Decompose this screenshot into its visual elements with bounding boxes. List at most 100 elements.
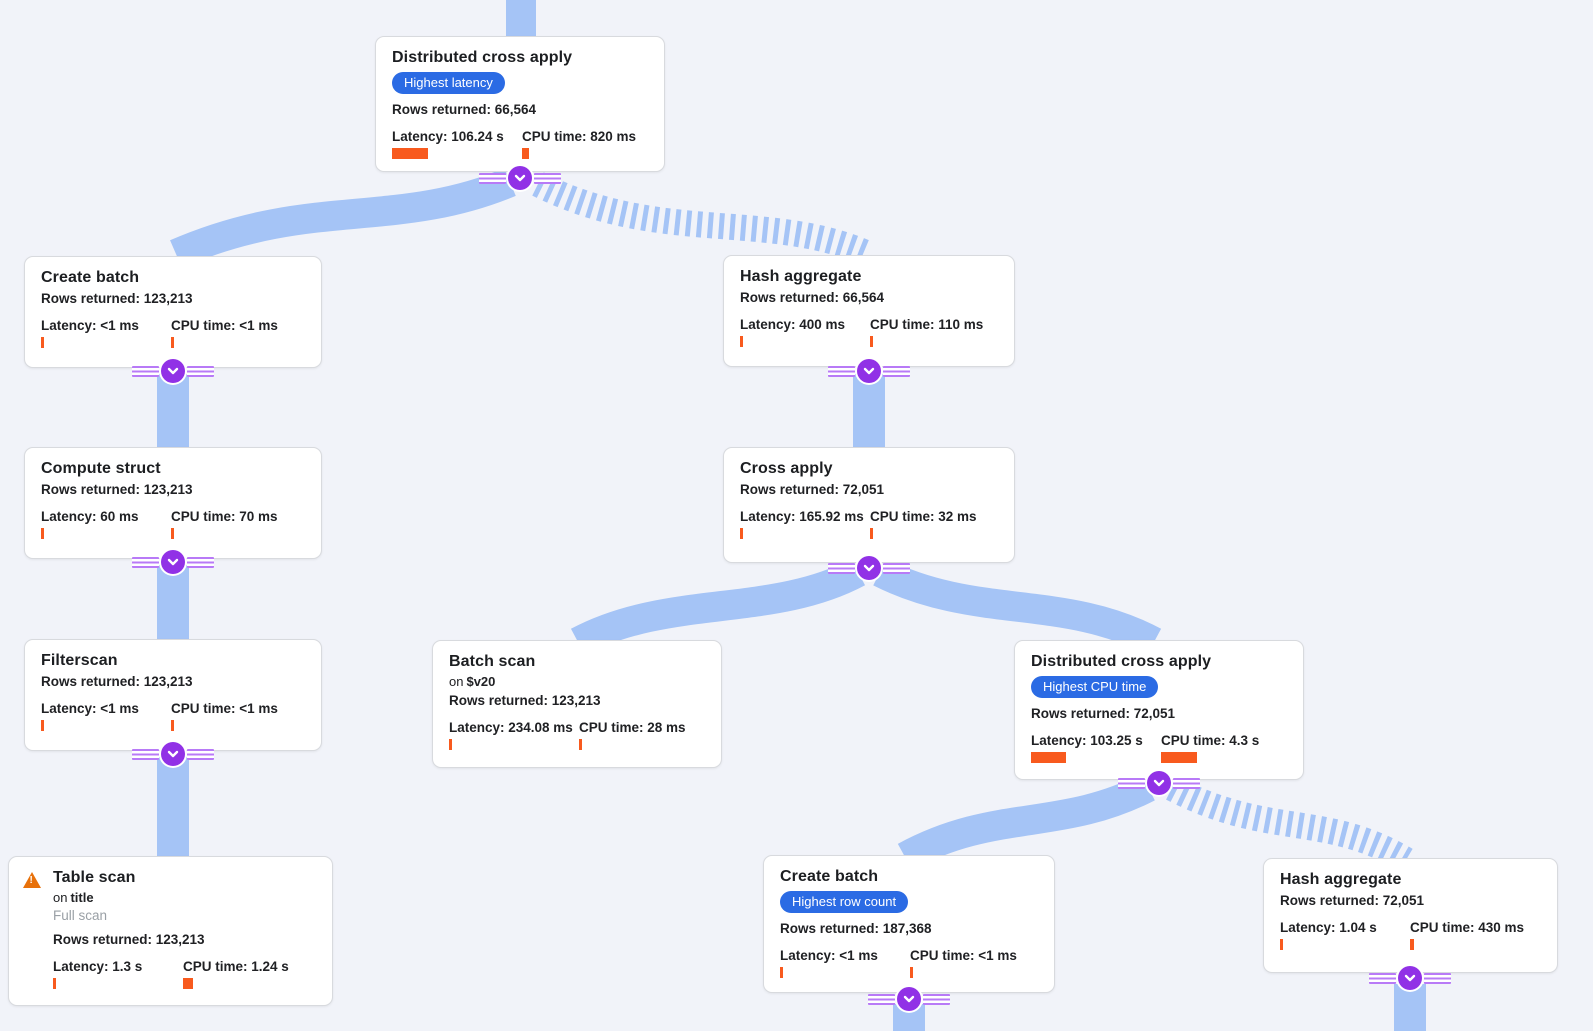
- chevron-down-icon[interactable]: [1398, 966, 1422, 990]
- rows-returned-label: Rows returned: 72,051: [740, 482, 885, 497]
- latency-label: Latency: 165.92 ms: [740, 509, 864, 524]
- rows-returned-label: Rows returned: 66,564: [740, 290, 885, 305]
- cpu-time-label: CPU time: 32 ms: [870, 509, 977, 524]
- collapse-connector-dca-mid[interactable]: [1118, 771, 1200, 795]
- metrics-row: Latency: 234.08 ms CPU time: 28 ms: [449, 720, 705, 750]
- edge-hash-aggregate-down: [1394, 984, 1426, 1031]
- cpu-time-label: CPU time: <1 ms: [910, 948, 1017, 963]
- collapse-connector-hash-aggregate[interactable]: [828, 359, 910, 383]
- chevron-down-icon[interactable]: [508, 166, 532, 190]
- latency-label: Latency: 400 ms: [740, 317, 846, 332]
- chevron-down-icon[interactable]: [857, 359, 881, 383]
- connector-stripes-right: [187, 556, 214, 568]
- cpu-time-bar: [870, 336, 873, 347]
- cpu-time-label: CPU time: <1 ms: [171, 701, 278, 716]
- latency-label: Latency: <1 ms: [41, 318, 139, 333]
- connector-stripes-right: [187, 365, 214, 377]
- metrics-row: Latency: <1 ms CPU time: <1 ms: [41, 318, 305, 348]
- plan-node-batch-scan[interactable]: Batch scan on$v20 Rows returned: 123,213…: [432, 640, 722, 768]
- highest-cpu-time-badge: Highest CPU time: [1031, 676, 1159, 698]
- collapse-connector-filterscan[interactable]: [132, 742, 214, 766]
- metrics-row: Latency: <1 ms CPU time: <1 ms: [780, 948, 1038, 978]
- collapse-connector-create-batch-lower[interactable]: [868, 987, 950, 1011]
- cpu-time-bar: [1161, 752, 1197, 763]
- rows-returned-label: Rows returned: 123,213: [53, 932, 205, 947]
- node-title: Create batch: [780, 868, 879, 885]
- latency-label: Latency: 234.08 ms: [449, 720, 573, 735]
- metrics-row: Latency: <1 ms CPU time: <1 ms: [41, 701, 305, 731]
- node-title: Batch scan: [449, 653, 536, 670]
- connector-stripes-right: [1173, 777, 1200, 789]
- rows-returned-label: Rows returned: 123,213: [41, 291, 193, 306]
- chevron-down-icon[interactable]: [857, 556, 881, 580]
- latency-label: Latency: 1.3 s: [53, 959, 143, 974]
- latency-label: Latency: 60 ms: [41, 509, 139, 524]
- latency-bar: [53, 978, 56, 989]
- cpu-time-bar: [870, 528, 873, 539]
- latency-bar: [392, 148, 428, 159]
- edge-compute-struct-to-filterscan: [157, 565, 189, 642]
- collapse-connector-compute-struct[interactable]: [132, 550, 214, 574]
- plan-node-distributed-cross-apply-mid[interactable]: Distributed cross apply Highest CPU time…: [1014, 640, 1304, 780]
- node-title: Create batch: [41, 269, 140, 286]
- scan-target: on$v20: [449, 674, 705, 689]
- warning-icon: [23, 872, 41, 888]
- connector-stripes-right: [883, 562, 910, 574]
- plan-node-create-batch[interactable]: Create batch Rows returned: 123,213 Late…: [24, 256, 322, 368]
- edge-cross-apply-to-batch-scan-local: [570, 558, 866, 656]
- on-target: $v20: [466, 674, 496, 689]
- rows-returned-label: Rows returned: 72,051: [1280, 893, 1425, 908]
- plan-node-hash-aggregate-upper[interactable]: Hash aggregate Rows returned: 66,564 Lat…: [723, 255, 1015, 367]
- connector-stripes-left: [132, 748, 159, 760]
- collapse-connector-cross-apply[interactable]: [828, 556, 910, 580]
- node-title: Hash aggregate: [1280, 871, 1402, 888]
- plan-node-cross-apply[interactable]: Cross apply Rows returned: 72,051 Latenc…: [723, 447, 1015, 563]
- metrics-row: Latency: 165.92 ms CPU time: 32 ms: [740, 509, 998, 539]
- connector-stripes-left: [132, 365, 159, 377]
- plan-node-hash-aggregate-lower[interactable]: Hash aggregate Rows returned: 72,051 Lat…: [1263, 858, 1558, 973]
- latency-label: Latency: <1 ms: [780, 948, 878, 963]
- latency-bar: [740, 528, 743, 539]
- node-title: Compute struct: [41, 460, 161, 477]
- chevron-down-icon[interactable]: [897, 987, 921, 1011]
- cpu-time-bar: [183, 978, 193, 989]
- chevron-down-icon[interactable]: [161, 550, 185, 574]
- connector-stripes-right: [534, 172, 561, 184]
- metrics-row: Latency: 1.3 s CPU time: 1.24 s: [53, 959, 316, 989]
- plan-node-compute-struct[interactable]: Compute struct Rows returned: 123,213 La…: [24, 447, 322, 559]
- chevron-down-icon[interactable]: [161, 359, 185, 383]
- edge-create-batch-to-compute-struct: [157, 374, 189, 450]
- connector-stripes-right: [923, 993, 950, 1005]
- connector-stripes-right: [883, 365, 910, 377]
- latency-bar: [449, 739, 452, 750]
- connector-stripes-right: [1424, 972, 1451, 984]
- on-prefix: on: [53, 890, 68, 905]
- edge-root-to-hash-aggregate-remote: [532, 172, 872, 266]
- collapse-connector-root[interactable]: [479, 166, 561, 190]
- edge-incoming-root: [506, 0, 536, 40]
- plan-node-distributed-cross-apply-root[interactable]: Distributed cross apply Highest latency …: [375, 36, 665, 172]
- metrics-row: Latency: 400 ms CPU time: 110 ms: [740, 317, 998, 347]
- collapse-connector-hash-aggregate-lower[interactable]: [1369, 966, 1451, 990]
- plan-node-filterscan[interactable]: Filterscan Rows returned: 123,213 Latenc…: [24, 639, 322, 751]
- chevron-down-icon[interactable]: [1147, 771, 1171, 795]
- cpu-time-label: CPU time: 430 ms: [1410, 920, 1525, 935]
- latency-label: Latency: 106.24 s: [392, 129, 504, 144]
- latency-bar: [780, 967, 783, 978]
- cpu-time-bar: [522, 148, 529, 159]
- edge-root-to-create-batch-local: [170, 168, 516, 268]
- latency-label: Latency: <1 ms: [41, 701, 139, 716]
- chevron-down-icon[interactable]: [161, 742, 185, 766]
- cpu-time-label: CPU time: 4.3 s: [1161, 733, 1260, 748]
- cpu-time-bar: [579, 739, 582, 750]
- metrics-row: Latency: 60 ms CPU time: 70 ms: [41, 509, 305, 539]
- plan-node-create-batch-lower[interactable]: Create batch Highest row count Rows retu…: [763, 855, 1055, 993]
- cpu-time-label: CPU time: 70 ms: [171, 509, 278, 524]
- cpu-time-label: CPU time: 28 ms: [579, 720, 686, 735]
- collapse-connector-create-batch[interactable]: [132, 359, 214, 383]
- cpu-time-label: CPU time: 1.24 s: [183, 959, 289, 974]
- connector-stripes-left: [828, 562, 855, 574]
- node-title: Filterscan: [41, 652, 118, 669]
